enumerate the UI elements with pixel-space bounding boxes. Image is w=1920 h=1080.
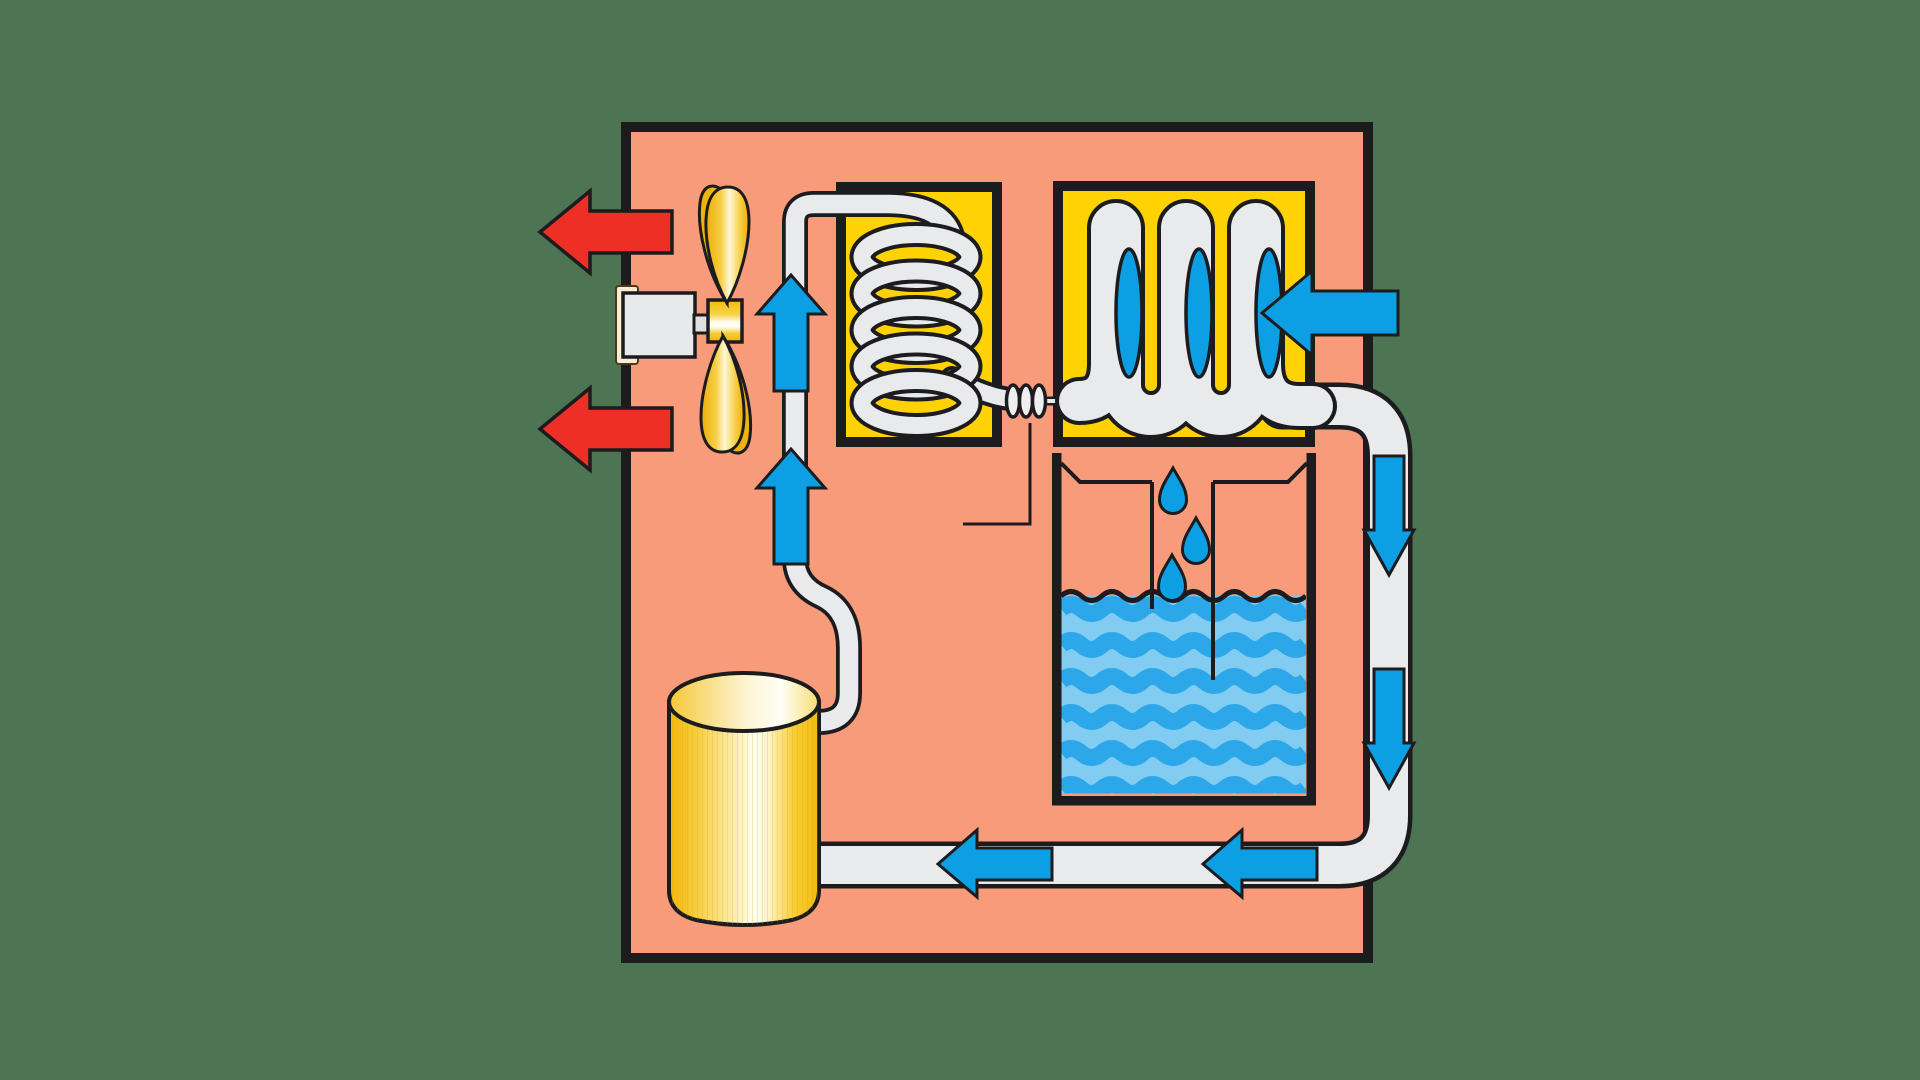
internal-airflow-up-arrow-2 (753, 446, 829, 566)
water-wave-band (1061, 605, 1306, 614)
compressor-texture (669, 702, 819, 925)
fan-motor (621, 291, 697, 359)
fan-hub (706, 298, 744, 344)
exhaust-air-arrow-1 (537, 187, 674, 277)
cold-refrigerant-spot (1184, 247, 1214, 379)
valve-loop (1030, 383, 1048, 419)
intake-air-arrow (1259, 267, 1400, 359)
tank-walls (1052, 453, 1316, 806)
cold-refrigerant-spot (1114, 247, 1144, 379)
compressor (667, 671, 821, 927)
fan-blade-top (704, 185, 751, 307)
valve-loop (1004, 383, 1022, 419)
condenser-spiral (849, 222, 983, 438)
water-wave-band (1061, 749, 1306, 758)
discharge-pipe (785, 194, 963, 732)
refrigerant-down-arrow-1 (1361, 454, 1417, 579)
expansion-valve (1004, 383, 1048, 419)
refrigerant-down-arrow-2 (1361, 667, 1417, 792)
condenser-coil-turn (853, 372, 979, 434)
valve-loop (1017, 383, 1035, 419)
fan-assembly (615, 184, 753, 455)
refrigerant-left-arrow-1 (935, 826, 1054, 901)
exhaust-air-arrow-2 (537, 384, 674, 474)
collected-water (1061, 592, 1306, 794)
water-wave-band (1061, 641, 1306, 650)
water-wave-band (1061, 785, 1306, 794)
internal-airflow-up-arrow-1 (753, 272, 829, 393)
refrigerant-discharge-pipe (782, 191, 966, 735)
water-tank (1052, 453, 1316, 806)
return-pipe (802, 387, 1408, 884)
condenser-coil (849, 222, 1076, 526)
evaporator-tube (1059, 203, 1333, 435)
airflow-arrows (537, 187, 1400, 566)
water-wave-band (1061, 677, 1306, 686)
water-wave-band (1061, 713, 1306, 722)
condensate-funnel (1059, 461, 1309, 680)
fan-blade-bottom (699, 332, 746, 454)
valve-callout-line (963, 423, 1032, 526)
refrigerant-flow-arrows (935, 454, 1417, 901)
compressor-top (667, 671, 821, 733)
refrigerant-left-arrow-2 (1200, 826, 1319, 901)
refrigerant-return-pipe (797, 382, 1413, 889)
